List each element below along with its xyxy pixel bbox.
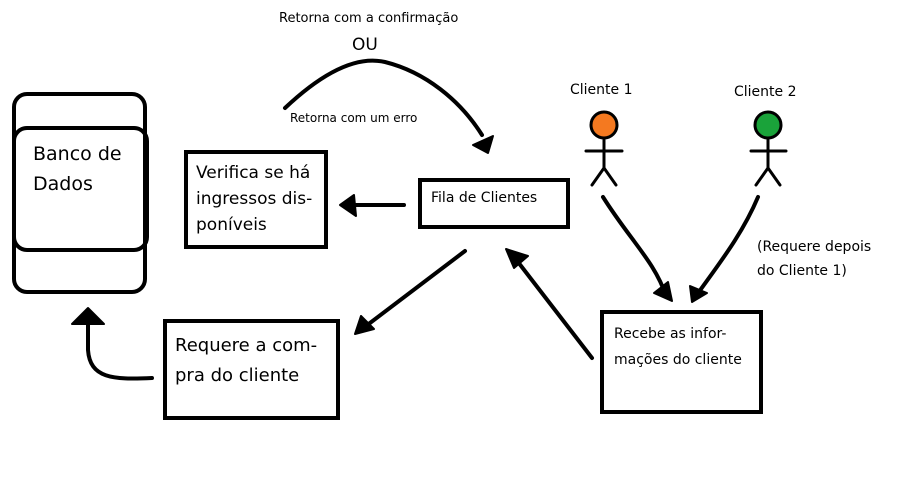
receive-info-label: Recebe as infor- mações do cliente: [614, 321, 742, 373]
arrowhead-client2: [689, 285, 708, 303]
check-tickets-box: [184, 150, 328, 249]
return-confirmation-label: Retorna com a confirmação: [279, 11, 459, 26]
receive-info-line-1: Recebe as infor-: [614, 326, 727, 342]
arrowhead-queue-to-check: [339, 194, 357, 217]
database-label: Banco de Dados: [33, 139, 122, 199]
check-tickets-label: Verifica se há ingressos dis- poníveis: [196, 160, 312, 238]
database-label-line-2: Dados: [33, 173, 93, 195]
arrow-queue-to-purchase: [364, 249, 467, 328]
check-tickets-line-2: ingressos dis-: [196, 189, 313, 209]
client-2-label: Cliente 2: [734, 84, 797, 100]
client-2-figure: [749, 110, 788, 187]
arrowhead-return-curve: [472, 135, 494, 154]
arrowhead-receive-to-queue: [505, 248, 529, 269]
client-2-note: (Requere depois do Cliente 1): [757, 235, 871, 283]
client-2-note-line-2: do Cliente 1): [757, 263, 847, 279]
or-label: OU: [352, 35, 378, 55]
client-2-note-line-1: (Requere depois: [757, 239, 872, 255]
client-queue-box: [418, 178, 570, 229]
database-label-line-1: Banco de: [33, 143, 122, 165]
receive-info-line-2: mações do cliente: [614, 352, 742, 368]
purchase-request-label: Requere a com- pra do cliente: [175, 331, 317, 391]
client-1-head: [589, 110, 619, 140]
database-shape: [12, 92, 149, 294]
client-2-head: [753, 110, 783, 140]
purchase-request-line-1: Requere a com-: [175, 335, 318, 356]
client-queue-line-1: Fila de Clientes: [431, 190, 538, 206]
arrow-client1-to-receive: [601, 195, 668, 298]
client-queue-label: Fila de Clientes: [431, 188, 537, 208]
check-tickets-line-3: poníveis: [196, 215, 267, 235]
return-error-label: Retorna com um erro: [290, 111, 418, 125]
client-1-label: Cliente 1: [570, 82, 633, 98]
check-tickets-line-1: Verifica se há: [196, 163, 311, 183]
receive-info-box: [600, 310, 763, 414]
arrow-receive-to-queue: [516, 260, 594, 360]
purchase-request-box: [163, 319, 340, 420]
client-1-figure: [584, 110, 624, 187]
arrow-client2-to-receive: [694, 195, 760, 298]
arrowhead-client1: [653, 281, 673, 302]
arrowhead-queue-to-purchase: [354, 315, 375, 335]
purchase-request-line-2: pra do cliente: [175, 365, 300, 386]
arrowhead-to-database: [71, 307, 105, 325]
arrow-return-curve: [283, 58, 484, 137]
arrow-purchase-to-database: [86, 322, 154, 381]
